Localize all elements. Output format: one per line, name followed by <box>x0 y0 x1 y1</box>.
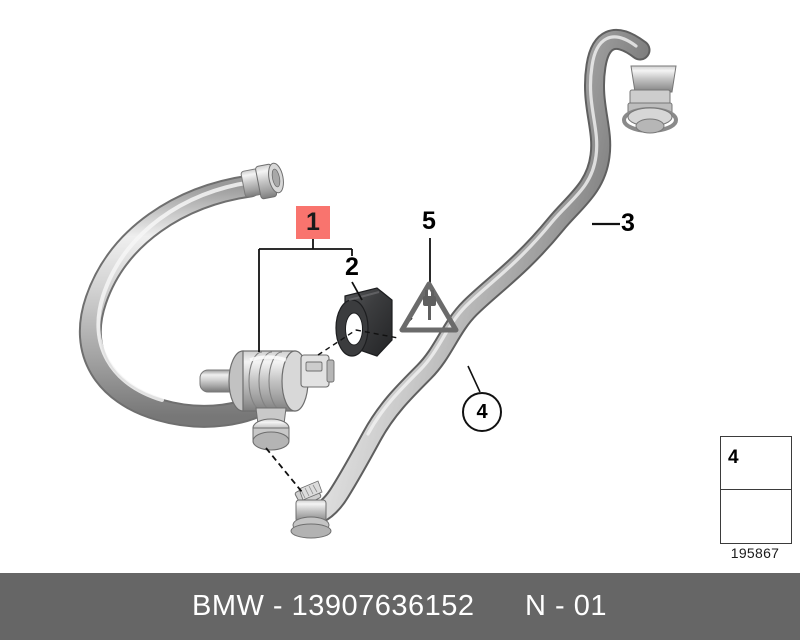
callout-2-leader <box>351 281 363 301</box>
hose-end-fitting-bottom <box>290 480 332 539</box>
footer-content: BMW - 13907636152 N - 01 <box>0 573 800 640</box>
diagram-image-id: 195867 <box>730 545 780 561</box>
callout-1[interactable]: 1 <box>296 206 330 239</box>
footer-sheet-code: N - 01 <box>525 590 607 622</box>
callout-1-leader <box>258 239 353 352</box>
assembly-line-grommet <box>317 329 357 356</box>
assembly-line-grommet-2 <box>355 329 399 339</box>
legend-arrow-cell <box>721 490 791 542</box>
hose-loop-left <box>78 174 280 428</box>
assembly-line-lower-port <box>265 447 303 493</box>
solenoid-valve-body <box>199 350 335 451</box>
rubber-grommet <box>335 287 393 357</box>
callout-4-leader <box>467 365 481 393</box>
legend-clip-cell: 4 <box>721 437 791 490</box>
footer-part-number: BMW - 13907636152 <box>192 590 475 622</box>
plug-icon <box>399 281 459 333</box>
legend-part-number: 4 <box>728 447 739 468</box>
legend-box: 4 <box>720 436 792 544</box>
hose-end-fitting-left <box>240 162 284 200</box>
callout-3[interactable]: 3 <box>621 209 635 237</box>
callout-5[interactable]: 5 <box>422 207 436 235</box>
quick-connect-fitting-top <box>622 65 678 134</box>
callout-4[interactable]: 4 <box>462 392 502 432</box>
hose-line-right <box>307 29 651 525</box>
callout-2[interactable]: 2 <box>345 253 359 281</box>
footer-bar: BMW - 13907636152 N - 01 <box>0 573 800 640</box>
